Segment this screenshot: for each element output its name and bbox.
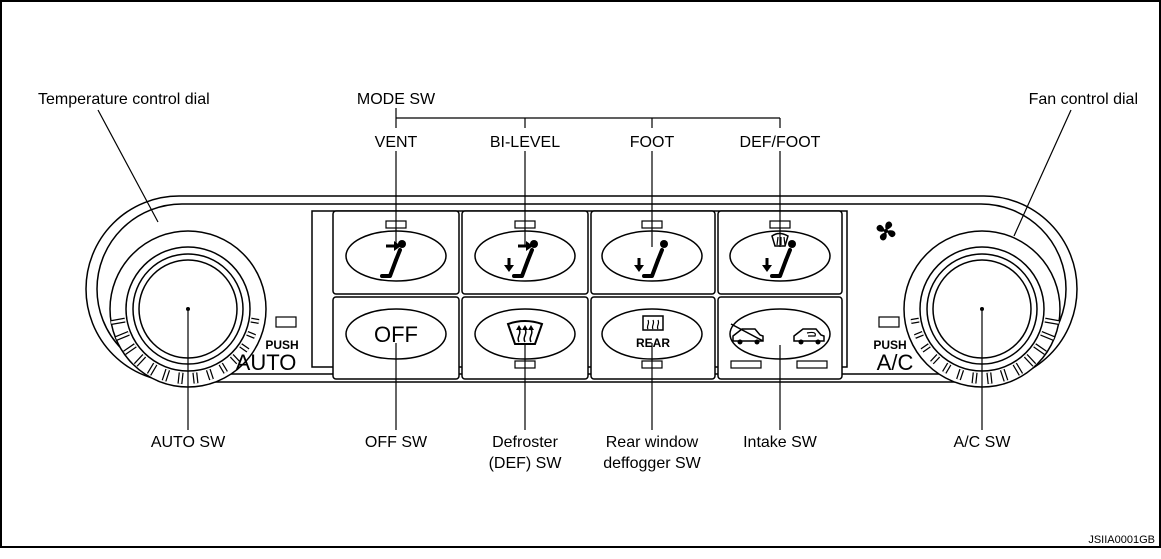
leader-lines bbox=[97, 109, 1072, 430]
foot-callout: FOOT bbox=[630, 134, 675, 151]
vent-callout: VENT bbox=[375, 134, 418, 151]
scale-tick-fill bbox=[987, 372, 992, 384]
scale-tick-fill bbox=[219, 363, 227, 374]
scale-tick-fill bbox=[972, 372, 977, 384]
foot-mode-icon bbox=[634, 238, 670, 278]
scale-tick-fill bbox=[193, 372, 198, 384]
fan-control-dial[interactable] bbox=[903, 230, 1061, 388]
scale-tick-fill bbox=[943, 363, 951, 374]
windshield-defroster-icon bbox=[506, 320, 544, 345]
scale-tick-fill bbox=[1001, 369, 1008, 382]
temperature-control-dial[interactable] bbox=[109, 230, 267, 388]
push-ac-small-label: PUSH bbox=[873, 338, 906, 352]
scale-tick-fill bbox=[134, 354, 146, 366]
scale-tick-fill bbox=[239, 344, 249, 352]
scale-tick-fill bbox=[1033, 344, 1047, 354]
reference-code: JSIIA0001GB bbox=[1088, 534, 1155, 546]
scale-tick-fill bbox=[914, 332, 924, 338]
temperature-dial-callout: Temperature control dial bbox=[38, 91, 210, 108]
off-sw-callout: OFF SW bbox=[365, 434, 428, 451]
scale-tick-fill bbox=[250, 318, 260, 323]
auto-sw-callout: AUTO SW bbox=[151, 434, 226, 451]
scale-tick-fill bbox=[115, 332, 130, 340]
rear-defogger-callout-line1: Rear window bbox=[606, 434, 699, 451]
scale-tick-fill bbox=[162, 369, 169, 382]
scale-tick-fill bbox=[957, 369, 963, 380]
scale-tick-fill bbox=[1044, 318, 1060, 324]
scale-tick-fill bbox=[910, 318, 920, 323]
auto-label: AUTO bbox=[236, 350, 297, 375]
def-foot-callout: DEF/FOOT bbox=[740, 134, 821, 151]
scale-tick-fill bbox=[246, 332, 256, 338]
fan-icon bbox=[876, 221, 896, 241]
fan-speed-scale-ticks bbox=[910, 317, 1060, 385]
scale-tick-fill bbox=[1040, 332, 1055, 340]
air-intake-icon bbox=[730, 323, 825, 345]
bi-level-callout: BI-LEVEL bbox=[490, 134, 560, 151]
scale-tick-fill bbox=[110, 318, 126, 324]
defroster-callout-line1: Defroster bbox=[492, 434, 558, 451]
fan-dial-callout: Fan control dial bbox=[1029, 91, 1138, 108]
scale-tick-fill bbox=[123, 344, 137, 354]
scale-tick-fill bbox=[178, 372, 183, 384]
scale-tick-fill bbox=[1013, 363, 1023, 376]
scale-tick-fill bbox=[207, 369, 213, 380]
rear-button-label: REAR bbox=[636, 336, 670, 350]
ac-sw-callout: A/C SW bbox=[954, 434, 1012, 451]
temperature-scale-ticks bbox=[110, 317, 260, 385]
intake-sw-callout: Intake SW bbox=[743, 434, 818, 451]
mode-sw-bracket bbox=[395, 108, 781, 128]
scale-tick-fill bbox=[230, 354, 240, 364]
mode-sw-callout: MODE SW bbox=[357, 91, 436, 108]
push-auto-small-label: PUSH bbox=[265, 338, 298, 352]
scale-tick-fill bbox=[930, 354, 940, 364]
ac-label: A/C bbox=[877, 350, 914, 375]
scale-tick-fill bbox=[1024, 354, 1036, 366]
rear-defogger-icon bbox=[642, 315, 664, 331]
off-button-label: OFF bbox=[374, 322, 418, 347]
rear-defogger-callout-line2: deffogger SW bbox=[603, 455, 701, 472]
scale-tick-fill bbox=[921, 344, 931, 352]
defroster-callout-line2: (DEF) SW bbox=[489, 455, 563, 472]
scale-tick-fill bbox=[147, 363, 157, 376]
